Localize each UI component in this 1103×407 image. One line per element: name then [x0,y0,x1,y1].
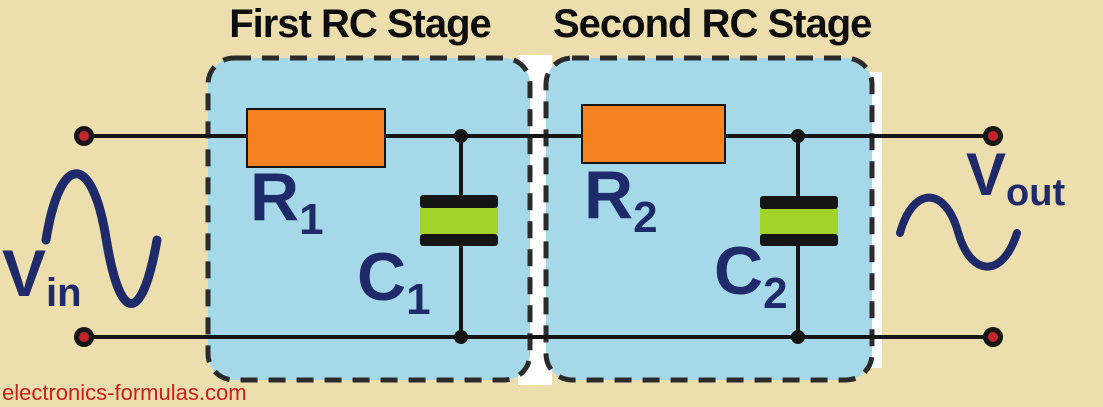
resistor-r1 [246,108,386,168]
resistor-r1-label: R1 [250,159,324,244]
junction-dot [454,330,468,344]
resistor-r2-label: R2 [584,157,658,242]
vin-label: Vin [2,236,82,315]
junction-dot [791,330,805,344]
watermark-text: electronics-formulas.com [2,380,247,405]
capacitor-c1-label: C1 [357,239,431,324]
capacitor-c1 [420,195,498,246]
resistor-r2 [581,104,726,164]
junction-dot [454,129,468,143]
first-stage-title: First RC Stage [229,2,492,46]
input-terminal-top [74,126,94,146]
vout-label: Vout [966,141,1066,214]
second-stage-title: Second RC Stage [553,2,872,46]
capacitor-c2-label: C2 [714,233,788,318]
input-sine-icon [41,169,162,308]
capacitor-c2 [760,196,838,246]
output-sine-icon [896,193,1021,271]
input-terminal-bottom [74,327,94,347]
output-terminal-top [983,126,1003,146]
junction-dot [791,129,805,143]
output-terminal-bottom [983,327,1003,347]
